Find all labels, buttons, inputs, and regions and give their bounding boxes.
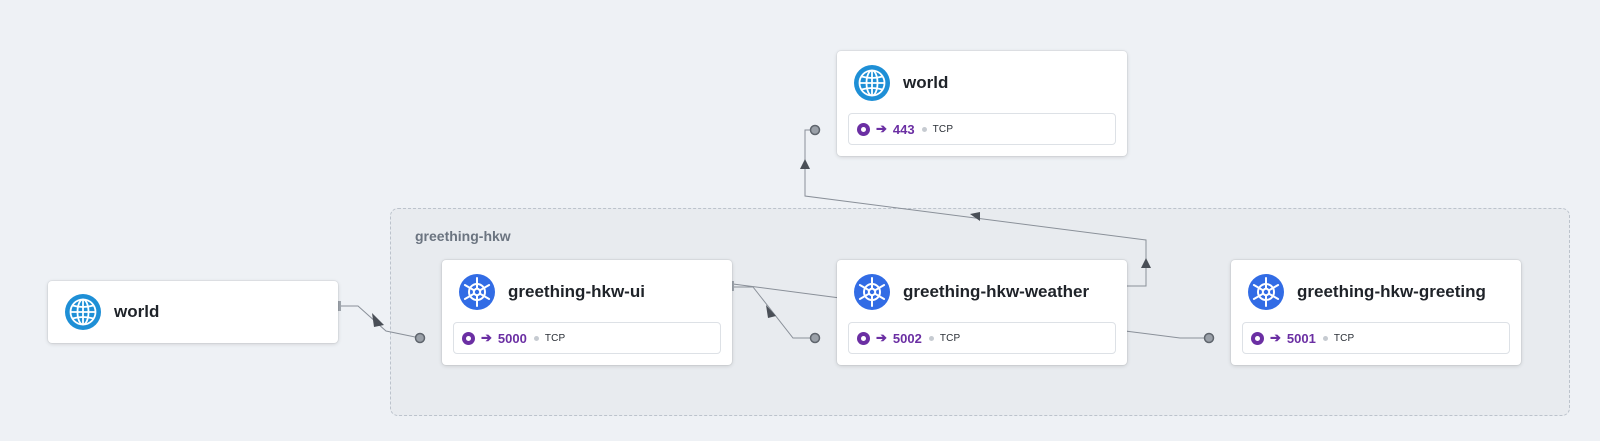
separator-dot	[533, 335, 539, 341]
port-number: 5001	[1286, 330, 1316, 346]
separator-dot	[1322, 335, 1328, 341]
node-title: world	[114, 302, 160, 321]
node-card-world-ingress[interactable]: world	[48, 281, 338, 343]
port-indicator-icon	[857, 331, 870, 345]
port-protocol: TCP	[939, 332, 961, 344]
port-protocol: TCP	[1333, 332, 1355, 344]
kubernetes-icon	[1247, 273, 1285, 311]
port-indicator-icon	[1251, 331, 1264, 345]
separator-dot	[928, 335, 934, 341]
edge-arrowhead	[372, 313, 384, 327]
node-title: world	[903, 73, 949, 92]
node-title: greething-hkw-ui	[508, 282, 645, 301]
kubernetes-icon	[853, 273, 891, 311]
edge-arrowhead	[800, 159, 810, 169]
kubernetes-icon	[458, 273, 496, 311]
globe-icon	[64, 293, 102, 331]
port-number: 5002	[892, 330, 922, 346]
port-protocol: TCP	[932, 123, 954, 135]
port-row: ➔ 5001 TCP	[1242, 322, 1510, 354]
port-arrow-icon: ➔	[481, 330, 492, 345]
node-card-greething-hkw-greeting[interactable]: greething-hkw-greeting ➔ 5001 TCP	[1231, 260, 1521, 365]
port-protocol: TCP	[544, 332, 566, 344]
port-arrow-icon: ➔	[1270, 330, 1281, 345]
namespace-label: greething-hkw	[415, 228, 511, 244]
node-card-greething-hkw-weather[interactable]: greething-hkw-weather ➔ 5002 TCP	[837, 260, 1127, 365]
port-row: ➔ 5000 TCP	[453, 322, 721, 354]
port-number: 443	[892, 121, 915, 137]
port-row: ➔ 443 TCP	[848, 113, 1116, 145]
edge-source-handle	[338, 301, 341, 311]
separator-dot	[921, 126, 927, 132]
port-row: ➔ 5002 TCP	[848, 322, 1116, 354]
port-number: 5000	[497, 330, 527, 346]
node-title: greething-hkw-greeting	[1297, 282, 1486, 301]
node-card-world-egress[interactable]: world ➔ 443 TCP	[837, 51, 1127, 156]
port-indicator-icon	[857, 122, 870, 136]
port-arrow-icon: ➔	[876, 330, 887, 345]
port-indicator-icon	[462, 331, 475, 345]
globe-icon	[853, 64, 891, 102]
port-arrow-icon: ➔	[876, 121, 887, 136]
node-card-greething-hkw-ui[interactable]: greething-hkw-ui ➔ 5000 TCP	[442, 260, 732, 365]
node-title: greething-hkw-weather	[903, 282, 1090, 301]
edge-target-handle	[809, 124, 821, 136]
